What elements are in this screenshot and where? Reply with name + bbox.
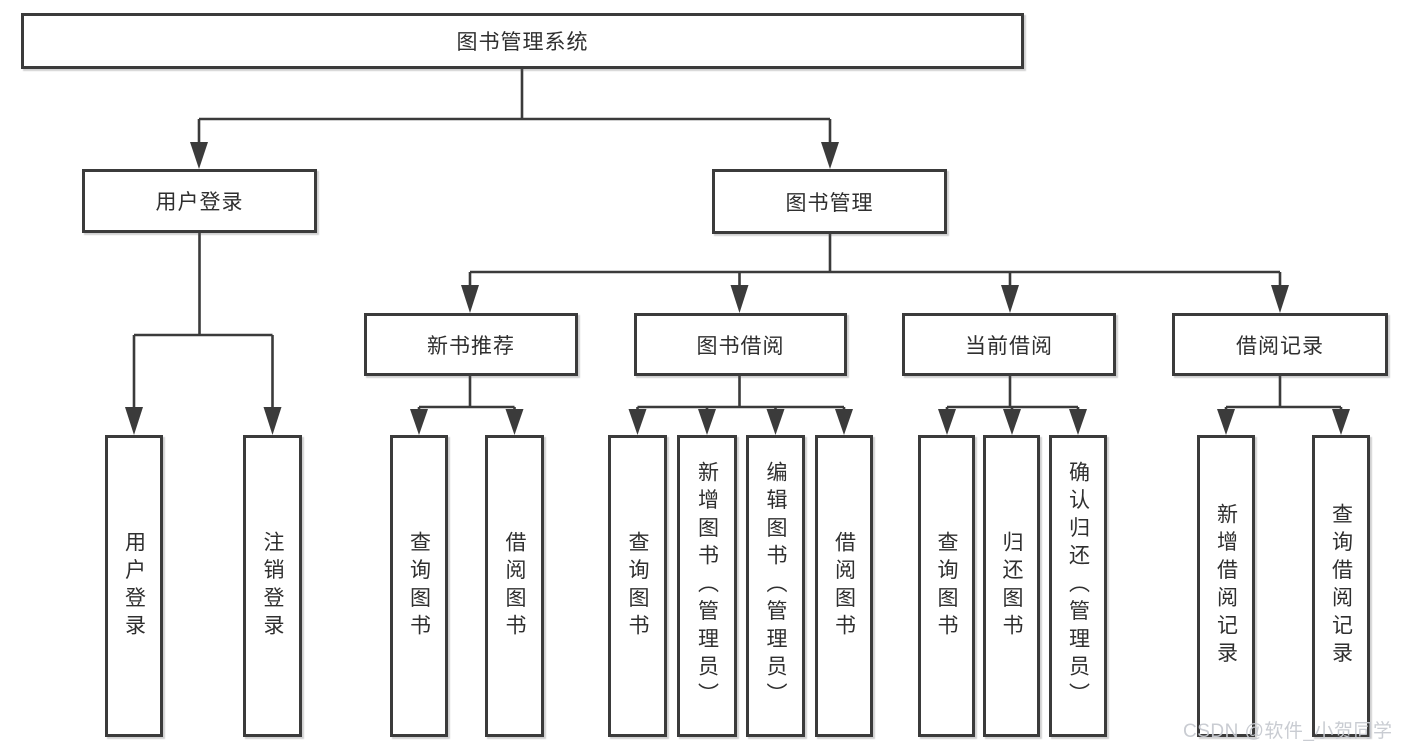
leaf-label: 编辑图书（管理员） bbox=[764, 461, 787, 711]
leaf-logout: 注销登录 bbox=[243, 435, 302, 737]
leaf-query-borrow-record: 查询借阅记录 bbox=[1312, 435, 1370, 737]
node-label: 用户登录 bbox=[155, 191, 244, 214]
leaf-borrow-add-books-admin: 新增图书（管理员） bbox=[677, 435, 737, 737]
leaf-current-query-books: 查询图书 bbox=[918, 435, 975, 737]
leaf-label: 用户登录 bbox=[122, 530, 146, 642]
leaf-label: 新增图书（管理员） bbox=[695, 461, 719, 711]
leaf-user-login: 用户登录 bbox=[105, 435, 163, 737]
leaf-borrow-query-books: 查询图书 bbox=[608, 435, 667, 737]
leaf-label: 新增借阅记录 bbox=[1214, 502, 1238, 670]
node-book-management: 图书管理 bbox=[712, 169, 947, 234]
csdn-watermark: CSDN @软件_小贺同学 bbox=[1183, 721, 1393, 742]
node-label: 借阅记录 bbox=[1236, 334, 1324, 358]
node-user-login: 用户登录 bbox=[82, 169, 317, 233]
leaf-label: 查询图书 bbox=[935, 530, 958, 642]
leaf-label: 注销登录 bbox=[261, 530, 284, 642]
leaf-label: 借阅图书 bbox=[503, 530, 526, 642]
leaf-label: 查询图书 bbox=[626, 530, 649, 642]
leaf-label: 查询借阅记录 bbox=[1329, 502, 1353, 670]
node-library-management-system: 图书管理系统 bbox=[21, 13, 1024, 69]
node-label: 图书管理 bbox=[785, 191, 874, 215]
node-new-book-recommend: 新书推荐 bbox=[364, 313, 578, 376]
leaf-add-borrow-record: 新增借阅记录 bbox=[1197, 435, 1255, 737]
node-borrow-records: 借阅记录 bbox=[1172, 313, 1388, 376]
leaf-current-confirm-return-admin: 确认归还（管理员） bbox=[1049, 435, 1107, 737]
node-current-borrow: 当前借阅 bbox=[902, 313, 1116, 376]
leaf-label: 确认归还（管理员） bbox=[1066, 461, 1090, 711]
node-label: 新书推荐 bbox=[427, 334, 515, 358]
leaf-borrow-borrow-books: 借阅图书 bbox=[815, 435, 873, 737]
leaf-borrow-edit-books-admin: 编辑图书（管理员） bbox=[746, 435, 805, 737]
leaf-current-return-books: 归还图书 bbox=[983, 435, 1040, 737]
leaf-label: 查询图书 bbox=[407, 530, 431, 642]
leaf-label: 归还图书 bbox=[1000, 530, 1023, 642]
leaf-recommend-borrow-books: 借阅图书 bbox=[485, 435, 544, 737]
node-label: 当前借阅 bbox=[965, 334, 1053, 358]
node-book-borrow: 图书借阅 bbox=[634, 313, 847, 376]
arrowheads bbox=[125, 142, 1350, 435]
leaf-label: 借阅图书 bbox=[832, 530, 856, 642]
node-label: 图书借阅 bbox=[696, 334, 785, 358]
leaf-recommend-query-books: 查询图书 bbox=[390, 435, 448, 737]
node-label: 图书管理系统 bbox=[456, 31, 589, 54]
